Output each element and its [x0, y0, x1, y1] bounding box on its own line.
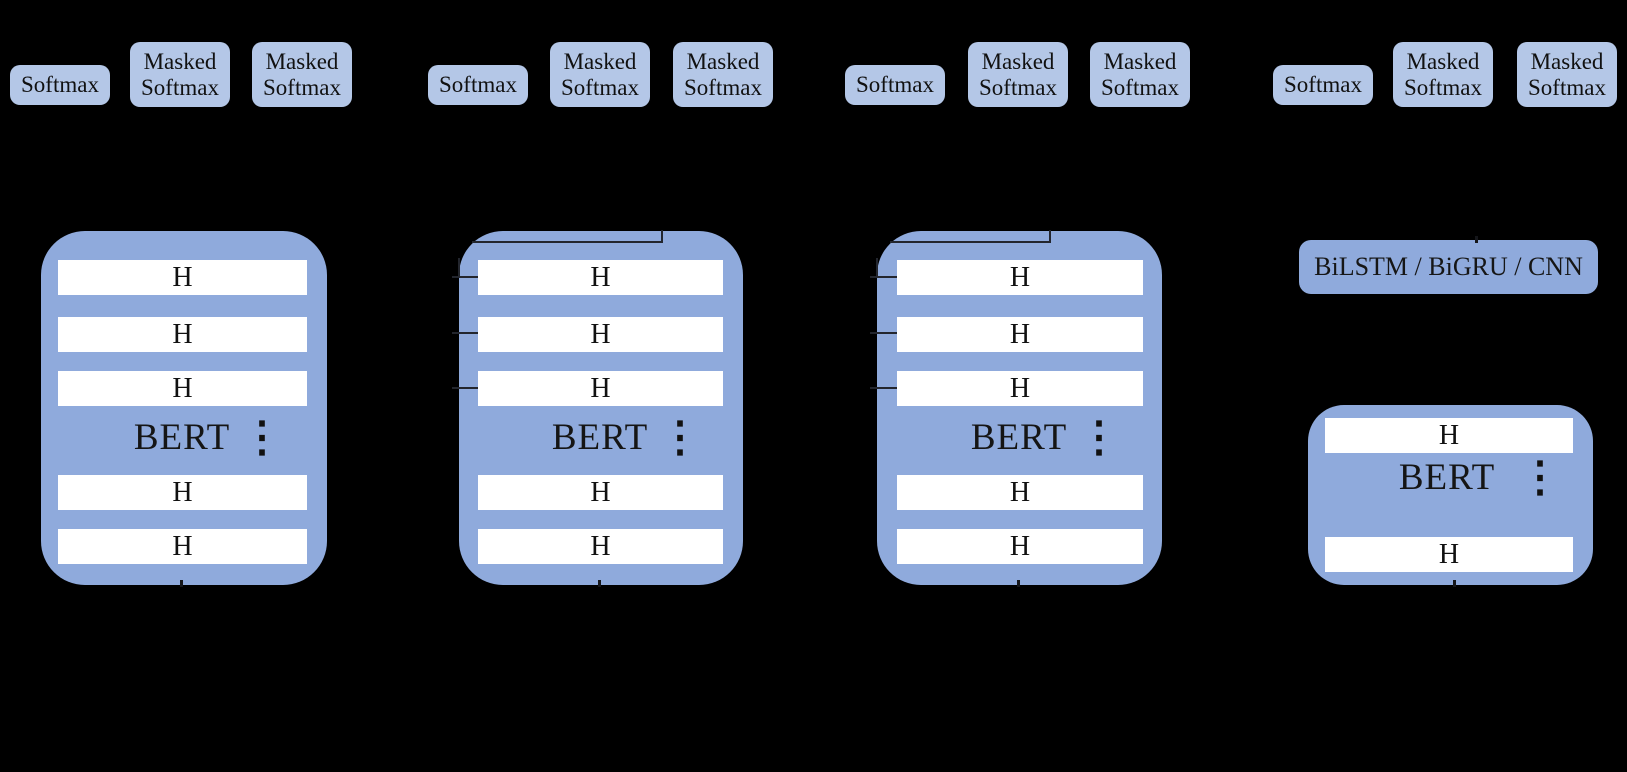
hidden-state-bar: H	[1325, 537, 1573, 572]
hidden-state-bar: H	[478, 260, 723, 295]
connector-stub	[452, 276, 478, 278]
connector-line	[458, 258, 460, 278]
hidden-state-bar: H	[58, 529, 307, 564]
hidden-state-bar: H	[897, 317, 1143, 352]
masked-softmax-box-2b: Masked Softmax	[673, 42, 773, 107]
rnn-head-box: BiLSTM / BiGRU / CNN	[1299, 240, 1598, 294]
masked-softmax-box-3b: Masked Softmax	[1090, 42, 1190, 107]
softmax-box-3: Softmax	[845, 65, 945, 105]
connector-stub	[452, 332, 478, 334]
hidden-state-bar: H	[1325, 418, 1573, 453]
bert-label-2: BERT	[551, 416, 649, 458]
masked-softmax-box-1b: Masked Softmax	[252, 42, 352, 107]
connector-line	[661, 230, 663, 243]
arrow-tick	[598, 580, 601, 587]
hidden-state-bar: H	[897, 529, 1143, 564]
masked-softmax-box-4a: Masked Softmax	[1393, 42, 1493, 107]
hidden-state-bar: H	[478, 317, 723, 352]
connector-line	[1049, 230, 1051, 243]
hidden-state-bar: H	[897, 371, 1143, 406]
vertical-ellipsis-icon: ⋮	[1078, 415, 1120, 461]
hidden-state-bar: H	[478, 371, 723, 406]
bert-label-3: BERT	[970, 416, 1068, 458]
masked-softmax-box-3a: Masked Softmax	[968, 42, 1068, 107]
arrow-tick	[1017, 580, 1020, 587]
connector-stub	[870, 332, 897, 334]
hidden-state-bar: H	[478, 529, 723, 564]
connector-stub	[870, 387, 897, 389]
connector-line	[876, 258, 878, 278]
vertical-ellipsis-icon: ⋮	[1519, 455, 1561, 501]
hidden-state-bar: H	[897, 260, 1143, 295]
connector-stub	[870, 276, 897, 278]
hidden-state-bar: H	[58, 317, 307, 352]
bert-label-4: BERT	[1398, 456, 1496, 498]
connector-line	[890, 241, 1051, 243]
bert-label-1: BERT	[133, 416, 231, 458]
connector-stub	[452, 387, 478, 389]
softmax-box-2: Softmax	[428, 65, 528, 105]
arrow-tick	[1453, 580, 1456, 587]
hidden-state-bar: H	[478, 475, 723, 510]
arrow-tick	[1475, 236, 1478, 243]
arrow-tick	[180, 580, 183, 587]
softmax-box-1: Softmax	[10, 65, 110, 105]
vertical-ellipsis-icon: ⋮	[241, 415, 283, 461]
hidden-state-bar: H	[58, 371, 307, 406]
masked-softmax-box-4b: Masked Softmax	[1517, 42, 1617, 107]
masked-softmax-box-1a: Masked Softmax	[130, 42, 230, 107]
masked-softmax-box-2a: Masked Softmax	[550, 42, 650, 107]
softmax-box-4: Softmax	[1273, 65, 1373, 105]
connector-line	[472, 241, 663, 243]
hidden-state-bar: H	[58, 260, 307, 295]
hidden-state-bar: H	[897, 475, 1143, 510]
vertical-ellipsis-icon: ⋮	[659, 415, 701, 461]
hidden-state-bar: H	[58, 475, 307, 510]
